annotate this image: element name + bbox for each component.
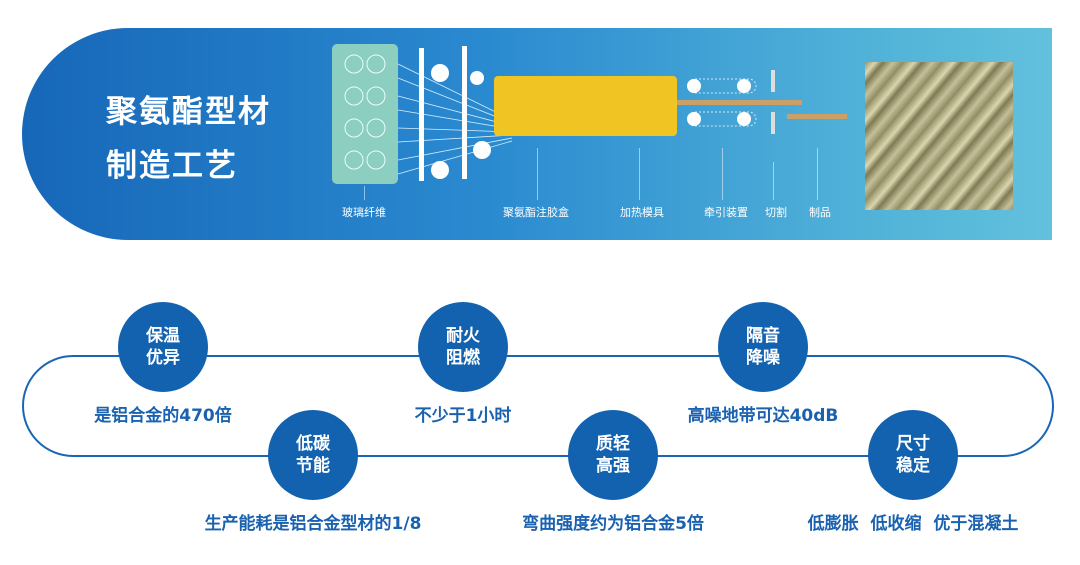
feature-circle-low-carbon: 低碳节能 [268,410,358,500]
feature-desc-stability: 低膨胀 低收缩 优于混凝土 [807,514,1019,534]
banner-title-line2: 制造工艺 [106,148,238,184]
label-heating-mold: 加热模具 [620,206,664,219]
fiber-rack [332,44,398,184]
banner-title-line1: 聚氨酯型材 [106,94,271,130]
process-banner: 聚氨酯型材 制造工艺 玻璃纤维 聚氨酯注胶 [22,28,1052,240]
feature-desc-sound: 高噪地带可达40dB [687,406,839,426]
feature-desc-low-carbon: 生产能耗是铝合金型材的1/8 [204,514,422,534]
feature-desc-strength: 弯曲强度约为铝合金5倍 [522,514,704,534]
cutter-bottom [771,112,775,134]
label-product: 制品 [809,206,831,219]
cutter-top [771,70,775,92]
feature-loop [22,355,1054,457]
feature-circle-strength: 质轻高强 [568,410,658,500]
glue-box [494,76,677,136]
feature-circle-sound: 隔音降噪 [718,302,808,392]
feature-circle-stability: 尺寸稳定 [868,410,958,500]
label-glass-fiber: 玻璃纤维 [342,206,386,219]
feature-desc-fire: 不少于1小时 [414,406,512,426]
label-cutting: 切割 [765,206,787,219]
fiber-lines [397,63,513,175]
product-photo [865,62,1013,210]
feature-circle-fire: 耐火阻燃 [418,302,508,392]
label-glue-box: 聚氨酯注胶盒 [503,206,569,219]
label-puller: 牵引装置 [704,206,748,219]
feature-desc-insulation: 是铝合金的470倍 [94,406,232,426]
feature-circle-insulation: 保温优异 [118,302,208,392]
process-diagram [332,44,847,184]
